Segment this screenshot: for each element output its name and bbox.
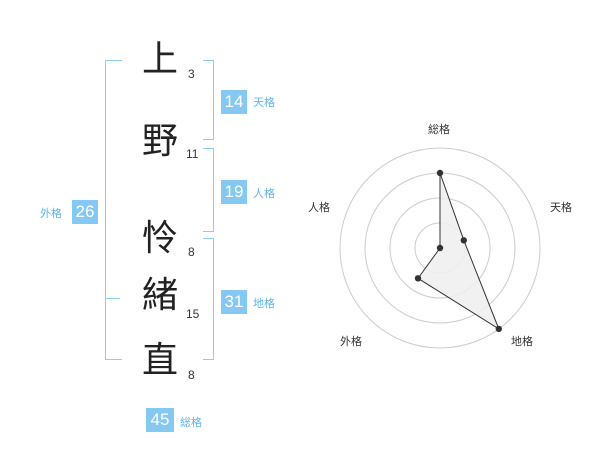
chikaku-label: 地格 (253, 297, 275, 310)
jinkaku-bracket (203, 148, 214, 232)
name-char-3: 怜 (142, 218, 179, 259)
gaikaku-bracket-split (105, 298, 120, 299)
soukaku-label: 総格 (180, 416, 202, 429)
stroke-count-4: 15 (186, 307, 200, 321)
name-char-4: 緒 (142, 275, 179, 316)
tenkaku-value: 14 (221, 90, 247, 114)
tenkaku-label: 天格 (253, 96, 275, 109)
stroke-count-2: 11 (186, 147, 199, 161)
radar-series-area (417, 172, 500, 331)
chikaku-bracket (203, 238, 214, 360)
radar-axis-label-soukaku: 総格 (428, 123, 450, 136)
jinkaku-value: 19 (221, 180, 247, 204)
chikaku-value: 31 (221, 290, 247, 314)
tenkaku-bracket (203, 60, 214, 140)
gaikaku-label: 外格 (40, 207, 62, 220)
radar-axis-label-chikaku: 地格 (511, 335, 533, 348)
radar-axis-label-gaikaku: 外格 (340, 335, 362, 348)
radar-data-point (460, 237, 467, 244)
radar-grid-ring (339, 147, 541, 349)
radar-axis-label-jinkaku: 人格 (308, 201, 330, 214)
radar-data-point (436, 169, 444, 177)
name-char-1: 上 (142, 39, 179, 80)
name-char-2: 野 (142, 121, 179, 162)
radar-data-point (414, 275, 422, 282)
stroke-count-3: 8 (188, 245, 195, 259)
stroke-count-1: 3 (188, 67, 195, 81)
gaikaku-value: 26 (72, 200, 98, 224)
jinkaku-label: 人格 (253, 187, 275, 200)
gaikaku-bracket (105, 60, 122, 360)
name-char-5: 直 (142, 340, 179, 381)
stroke-count-5: 8 (188, 368, 195, 382)
soukaku-value: 45 (146, 408, 174, 432)
radar-axis-label-tenkaku: 天格 (550, 201, 572, 214)
radar-data-point (436, 244, 444, 252)
radar-data-point (495, 325, 502, 333)
